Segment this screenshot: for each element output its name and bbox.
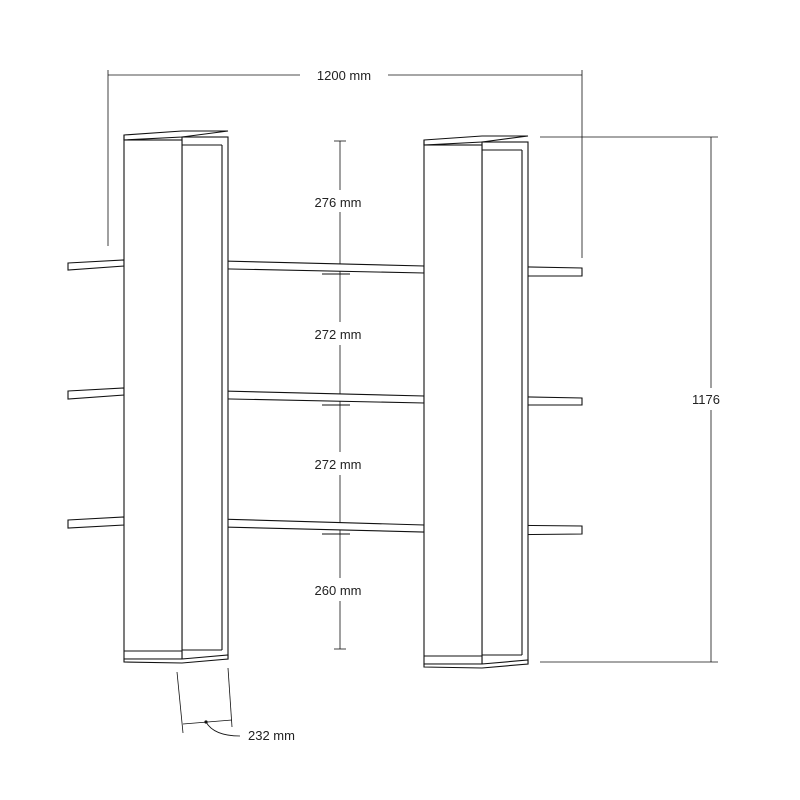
width-label: 1200 mm xyxy=(317,68,371,83)
depth-dimension: 232 mm xyxy=(176,667,295,743)
right-tower xyxy=(423,135,529,669)
gap-label-2: 272 mm xyxy=(315,327,362,342)
gap-label-4: 260 mm xyxy=(315,583,362,598)
width-dimension: 1200 mm xyxy=(107,68,583,258)
height-dimension: 1176 xyxy=(540,136,720,663)
gap-label-1: 276 mm xyxy=(315,195,362,210)
height-label: 1176 xyxy=(692,392,720,407)
left-tower xyxy=(123,130,229,664)
gap-label-3: 272 mm xyxy=(315,457,362,472)
depth-label: 232 mm xyxy=(248,728,295,743)
